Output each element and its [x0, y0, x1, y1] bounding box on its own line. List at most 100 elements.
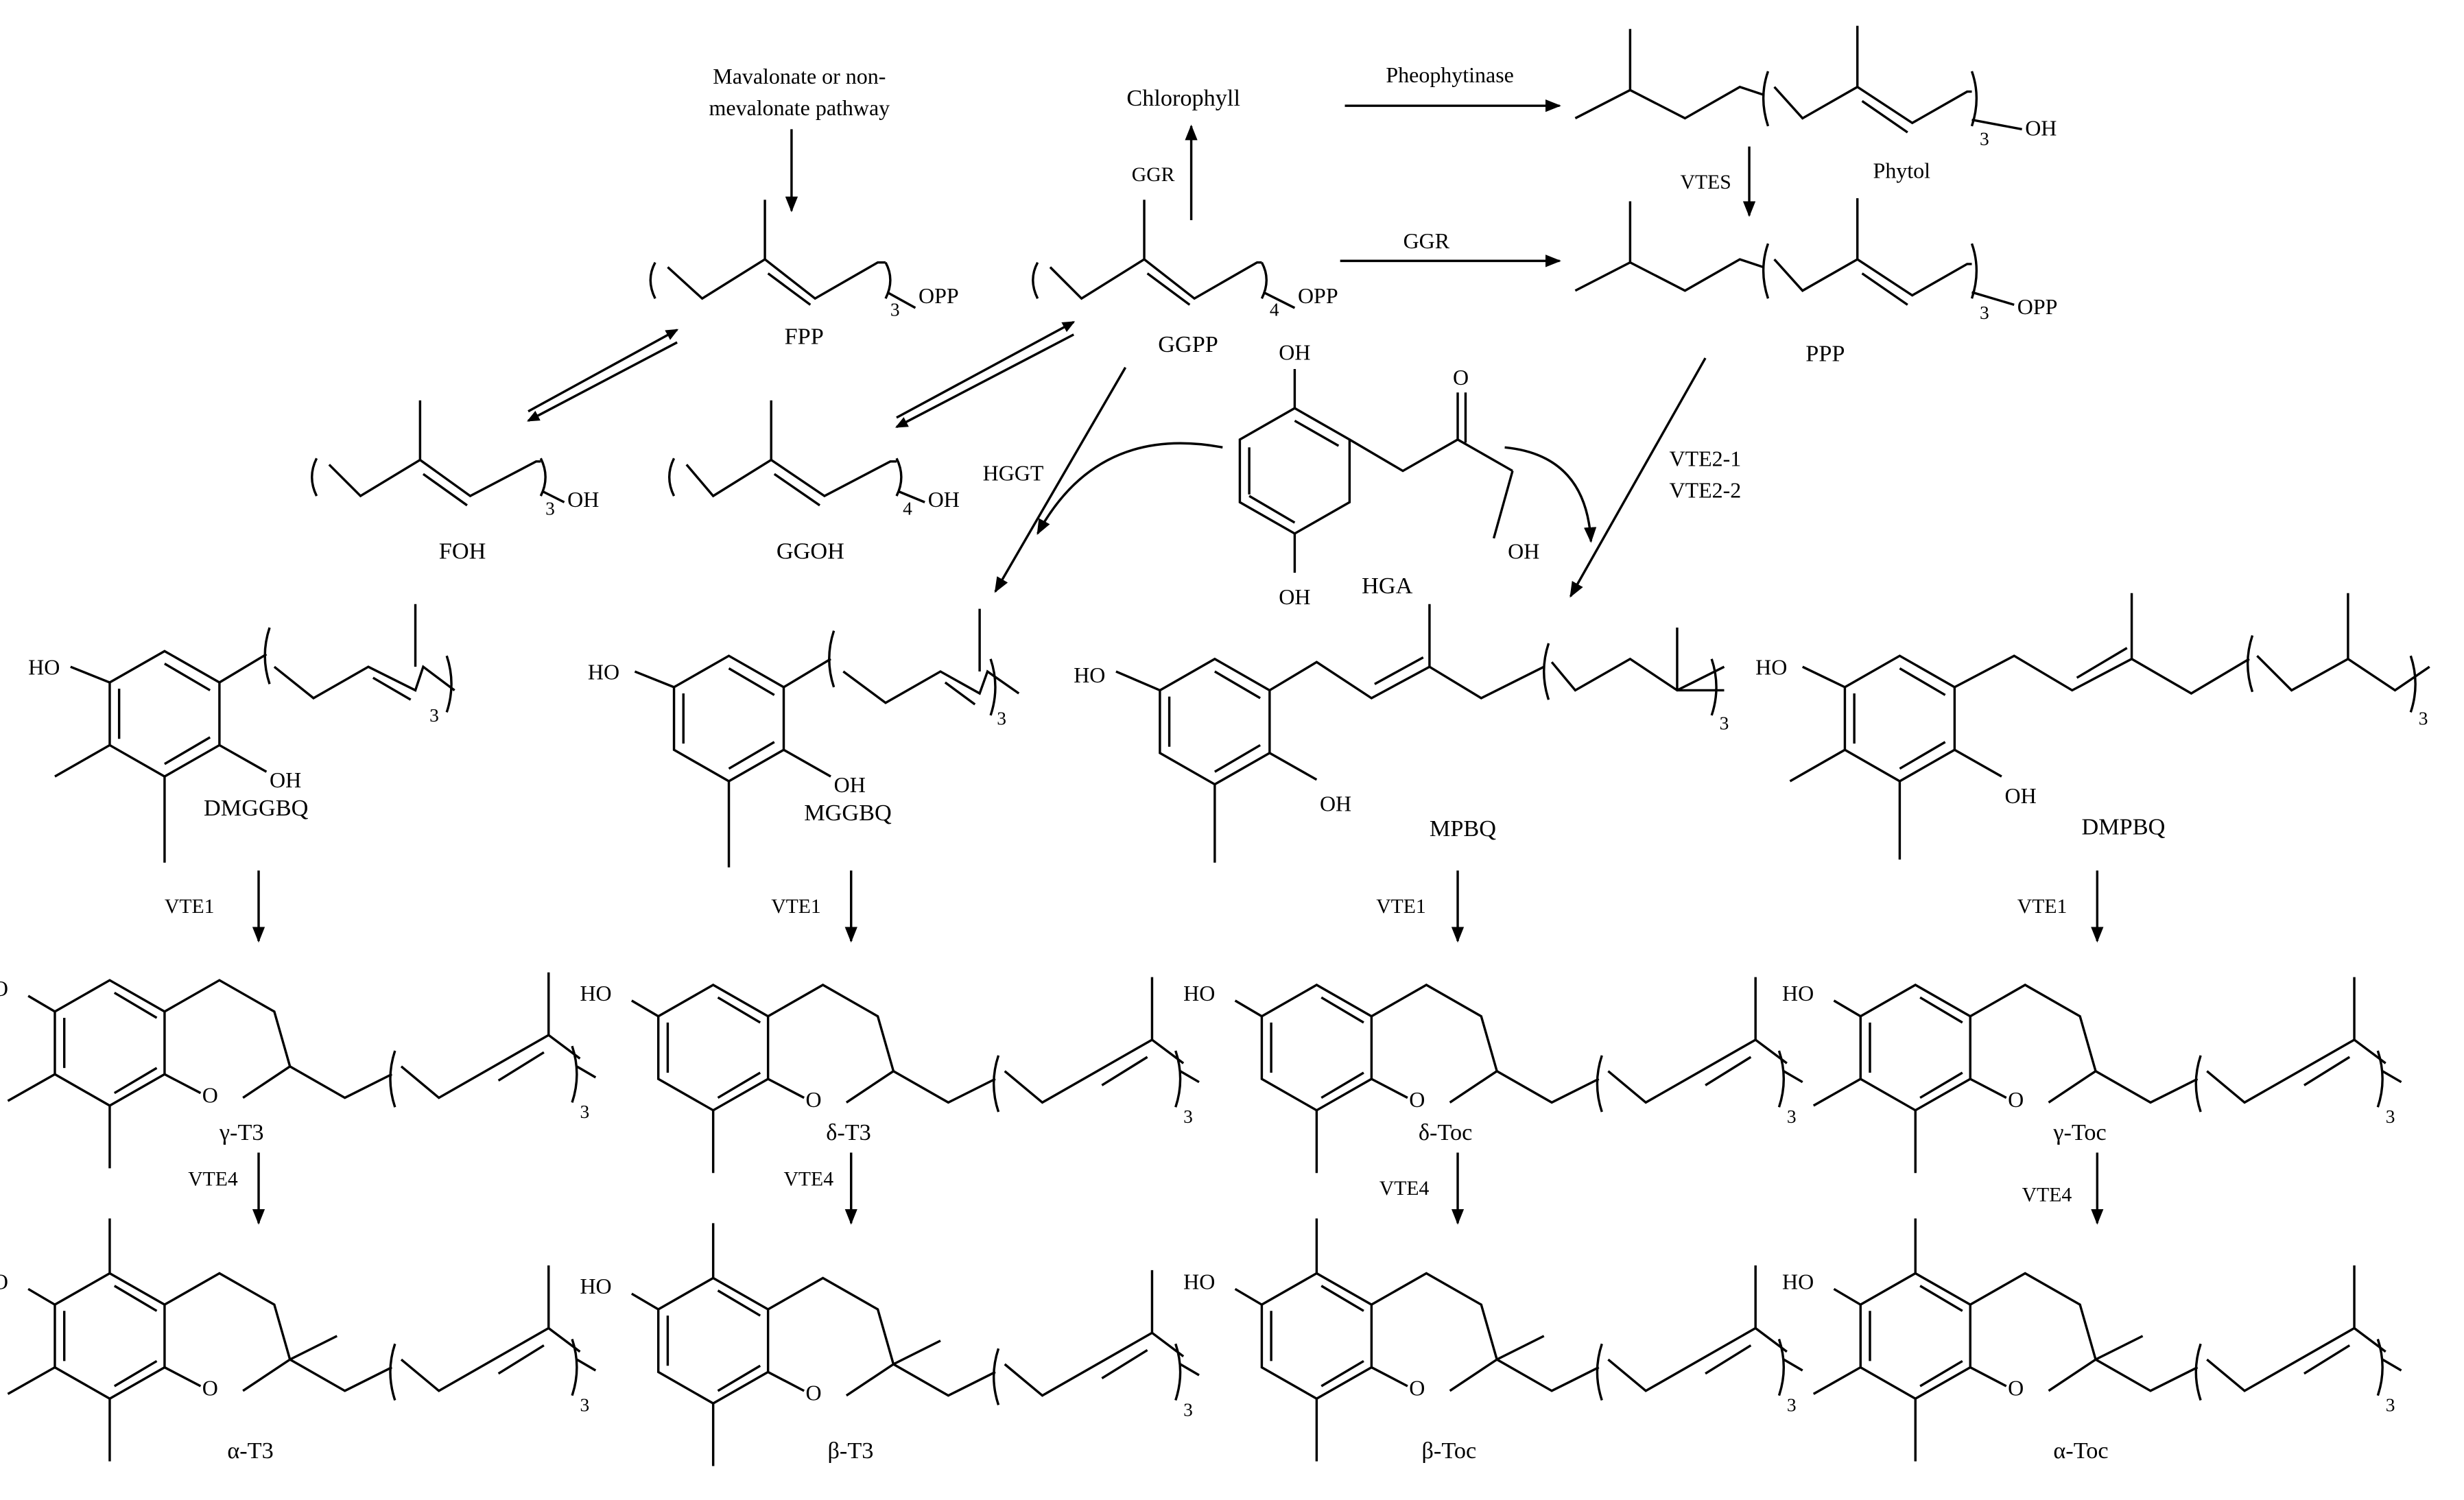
d-t3-ho-bond — [630, 999, 659, 1018]
hga-carbonyl-o: O — [1453, 366, 1469, 390]
b-t3-paren-close — [1174, 1343, 1182, 1401]
mevalonate-label-line2: mevalonate pathway — [709, 96, 890, 120]
ggoh-structure — [667, 400, 925, 507]
g-t3-double-bond-1 — [113, 991, 158, 1019]
d-t3-side-end — [1179, 1070, 1200, 1084]
b-t3-aromatic-ring — [656, 1276, 770, 1405]
a-t3-label: α-T3 — [227, 1438, 273, 1464]
mpbq-subscript: 3 — [1720, 713, 1729, 734]
b-toc-double-bond-3 — [1320, 1359, 1364, 1388]
a-toc-ho-bond — [1833, 1287, 1862, 1306]
d-toc-ho: HO — [1183, 981, 1215, 1005]
b-toc-ring-o: O — [1409, 1377, 1425, 1401]
ggpp-to-mggbq-arrow — [994, 366, 1127, 593]
hga-oh-bottom: OH — [1279, 585, 1310, 609]
ggpp-opp: OPP — [1298, 284, 1338, 308]
d-toc-double-bond-1 — [1320, 996, 1364, 1024]
vtes-label: VTES — [1681, 171, 1731, 193]
ggoh-label: GGOH — [777, 538, 844, 564]
a-t3-paren-close — [571, 1338, 578, 1396]
mpbq-ho: HO — [1074, 663, 1105, 687]
vte1-label-4: VTE1 — [2017, 896, 2068, 918]
ggoh-subscript: 4 — [903, 499, 912, 519]
hga-acid-oh: OH — [1508, 540, 1539, 564]
a-t3-ether-bond — [164, 1366, 202, 1388]
g-t3-aromatic-ring — [54, 979, 166, 1107]
ggpp-subscript: 4 — [1270, 299, 1279, 320]
b-toc-label: β-Toc — [1421, 1438, 1476, 1464]
g-t3-side-chain-start — [289, 1065, 393, 1099]
d-toc-pyran-ring — [1371, 984, 1499, 1104]
a-t3-double-bond-1 — [113, 1285, 158, 1312]
g-t3-side-double-bond — [497, 1051, 545, 1082]
ggr-label-2: GGR — [1403, 229, 1450, 253]
g-t3-paren-close — [571, 1045, 578, 1103]
pheophytinase-label: Pheophytinase — [1386, 63, 1513, 87]
mpbq-oh: OH — [1320, 791, 1351, 816]
g-toc-aromatic-ring — [1859, 984, 1971, 1112]
mevalonate-label-line1: Mavalonate or non- — [713, 64, 886, 88]
dmpbq-structure — [1789, 593, 2430, 860]
hga-acid-bond — [1492, 471, 1514, 539]
a-t3-c7-methyl — [7, 1366, 56, 1395]
d-t3-side-chain-start — [892, 1070, 996, 1104]
d-toc-side-chain — [1607, 1038, 1788, 1104]
d-t3-ether-bond — [767, 1078, 805, 1099]
g-toc-label: γ-Toc — [2052, 1119, 2106, 1145]
b-toc-side-end — [1783, 1358, 1803, 1372]
dmggbq-label: DMGGBQ — [204, 795, 309, 821]
b-t3-side-end — [1179, 1363, 1200, 1377]
dmpbq-subscript: 3 — [2419, 709, 2428, 729]
g-t3-ether-bond — [164, 1073, 202, 1095]
g-toc-ho: HO — [1782, 981, 1814, 1005]
a-toc-side-chain-start — [2095, 1358, 2199, 1392]
g-t3-ring-o: O — [202, 1083, 218, 1107]
phytol-structure — [1574, 25, 2022, 134]
vte4-label-4: VTE4 — [2022, 1184, 2072, 1206]
a-t3-paren-open — [389, 1343, 396, 1401]
d-t3-subscript: 3 — [1183, 1106, 1193, 1127]
b-toc-side-chain-start — [1496, 1358, 1600, 1392]
b-t3-ho: HO — [580, 1274, 611, 1298]
d-toc-ho-bond — [1234, 999, 1263, 1018]
d-toc-subscript: 3 — [1787, 1106, 1797, 1127]
g-t3-subscript: 3 — [580, 1102, 589, 1122]
g-t3-side-end — [576, 1065, 597, 1079]
vte4-arrows — [252, 1152, 2104, 1225]
a-toc-side-double-bond — [2303, 1344, 2351, 1375]
b-toc-paren-open — [1596, 1343, 1603, 1401]
ggpp-label: GGPP — [1158, 331, 1218, 357]
a-toc-ho: HO — [1782, 1270, 1814, 1294]
a-toc-ring-o: O — [2008, 1377, 2024, 1401]
a-toc-double-bond-3 — [1919, 1359, 1963, 1388]
d-toc-ring-o: O — [1409, 1088, 1425, 1112]
a-toc-pyran-ring — [1969, 1272, 2098, 1392]
vte2-1-label: VTE2-1 — [1670, 447, 1742, 471]
b-toc-side-double-bond — [1705, 1344, 1752, 1375]
mggbq-oh: OH — [834, 773, 866, 797]
g-t3-ho-bond — [27, 995, 56, 1013]
b-t3-label: β-T3 — [827, 1438, 873, 1464]
ppp-to-mpbq-arrow — [1569, 357, 1707, 598]
d-t3-pyran-ring — [767, 984, 895, 1104]
a-t3-side-end — [576, 1358, 597, 1372]
b-t3-side-chain — [1004, 1331, 1185, 1397]
d-t3-label: δ-T3 — [826, 1119, 871, 1145]
g-toc-c7-methyl — [1812, 1078, 1862, 1107]
a-t3-pyran-ring — [164, 1272, 292, 1392]
b-t3-paren-open — [992, 1348, 1000, 1405]
d-t3-double-bond-3 — [717, 1071, 761, 1099]
mpbq-label: MPBQ — [1430, 816, 1496, 842]
a-t3-ho: HO — [0, 1270, 8, 1294]
foh-structure — [311, 400, 565, 507]
a-toc-ether-bond — [1969, 1366, 2007, 1388]
g-t3-side-chain — [400, 1034, 581, 1099]
fpp-opp: OPP — [919, 284, 959, 308]
d-t3-double-bond-1 — [717, 996, 761, 1024]
b-toc-aromatic-ring — [1260, 1272, 1373, 1401]
vte1-arrows — [252, 870, 2104, 943]
ppp-structure — [1574, 198, 2015, 306]
vte4-label-2: VTE4 — [783, 1169, 833, 1191]
ggpp-structure — [1032, 200, 1296, 309]
